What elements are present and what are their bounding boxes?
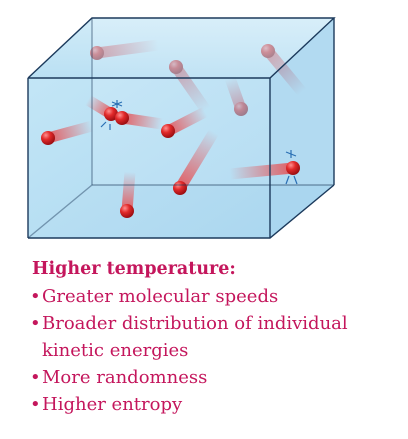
motion-trail	[42, 120, 98, 144]
bullet-glyph: •	[30, 367, 41, 388]
gas-molecule	[104, 107, 118, 121]
gas-molecule	[115, 111, 129, 125]
gas-box-illustration	[27, 17, 336, 239]
caption-bullet-text: More randomness	[42, 367, 208, 388]
caption-bullet-text: Higher entropy	[42, 394, 183, 415]
bullet-glyph: •	[30, 286, 41, 307]
caption-bullet-list: •Greater molecular speeds•Broader distri…	[28, 283, 400, 418]
gas-molecule	[173, 181, 187, 195]
box-front-face	[28, 78, 270, 238]
bullet-glyph: •	[30, 394, 41, 415]
caption-bullet-text: Broader distribution of individual	[42, 313, 348, 334]
caption-bullet-text: Greater molecular speeds	[42, 286, 279, 307]
caption-bullet-item: •More randomness	[28, 364, 400, 391]
caption-bullet-item: •Greater molecular speeds	[28, 283, 400, 310]
gas-molecule	[120, 204, 134, 218]
collision-sparks	[100, 100, 298, 185]
gas-molecule	[161, 124, 175, 138]
box-front-faces	[28, 18, 334, 238]
box-edges	[27, 17, 336, 239]
bullet-glyph: •	[30, 313, 41, 334]
molecules-front	[41, 94, 300, 218]
box-top-face	[28, 18, 334, 78]
gas-molecule	[41, 131, 55, 145]
caption-bullet-text: kinetic energies	[42, 340, 189, 361]
caption-heading: Higher temperature:	[32, 259, 236, 279]
caption-bullet-item: •Higher entropy	[28, 391, 400, 418]
caption-bullet-item: •Broader distribution of individual kinet…	[28, 310, 400, 364]
gas-molecule	[286, 161, 300, 175]
caption: Higher temperature: •Greater molecular s…	[28, 258, 400, 418]
motion-trail	[224, 162, 299, 180]
motion-trail	[174, 126, 220, 194]
